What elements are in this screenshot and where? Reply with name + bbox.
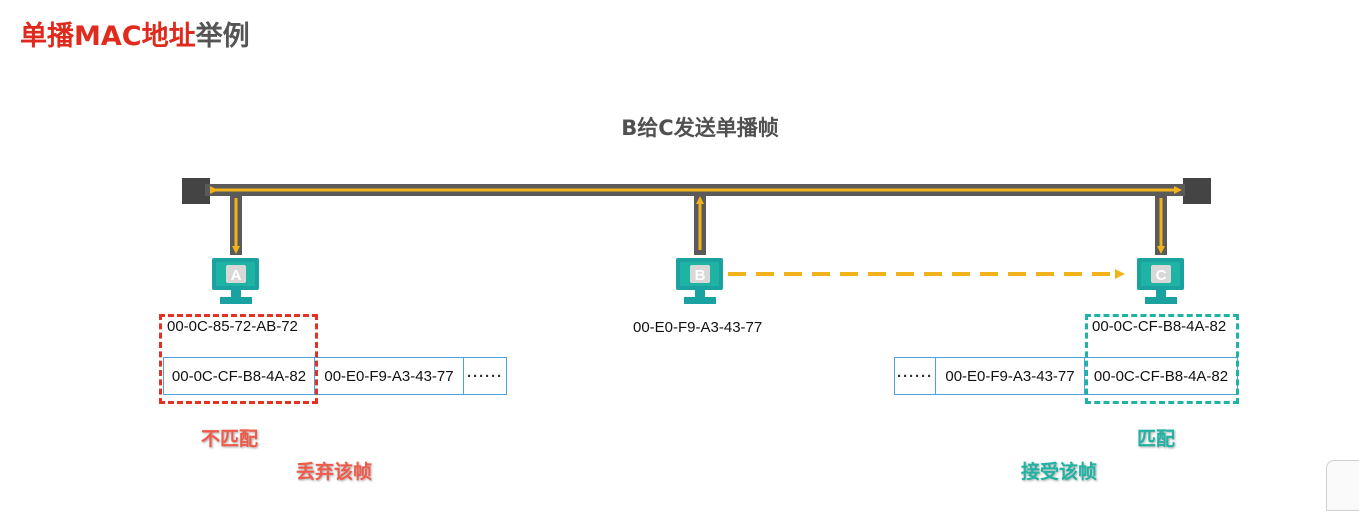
page-title: 单播MAC地址举例 [20,14,250,53]
drop-b [694,193,706,255]
mismatch-highlight-box [159,314,318,404]
host-a-label: A [231,267,242,284]
match-highlight-box [1085,314,1239,404]
frame-right-src-mac: 00-E0-F9-A3-43-77 [935,357,1085,395]
bus-terminator-right [1183,178,1211,204]
host-b-label: B [695,267,706,284]
host-a-computer-icon: A [212,258,259,304]
bus-line [182,178,1211,204]
host-a-mismatch-label: 不匹配 [201,428,259,450]
title-highlight: 单播MAC地址 [20,21,196,52]
frame-left-src-mac: 00-E0-F9-A3-43-77 [314,357,464,395]
host-c-accept-label: 接受该帧 [1021,461,1098,483]
host-a-drop-label: 丢弃该帧 [296,461,373,483]
drop-a [230,193,242,255]
host-c-match-label: 匹配 [1137,428,1176,450]
diagram-subtitle: B给C发送单播帧 [621,116,779,140]
frame-right-rest: ······ [894,357,936,395]
frame-left-dest-mac: 00-0C-CF-B8-4A-82 [163,357,315,395]
host-b-mac: 00-E0-F9-A3-43-77 [633,319,763,336]
host-c-mac: 00-0C-CF-B8-4A-82 [1092,318,1227,335]
host-c-label: C [1156,267,1167,284]
frame-right-dest-mac: 00-0C-CF-B8-4A-82 [1084,357,1238,395]
host-c-computer-icon: C [1137,258,1184,304]
frame-left-rest: ······ [463,357,507,395]
drop-c [1155,193,1167,255]
title-rest: 举例 [195,21,250,52]
host-b-computer-icon: B [676,258,723,304]
corner-tab [1326,460,1359,511]
host-a-mac: 00-0C-85-72-AB-72 [167,318,298,335]
